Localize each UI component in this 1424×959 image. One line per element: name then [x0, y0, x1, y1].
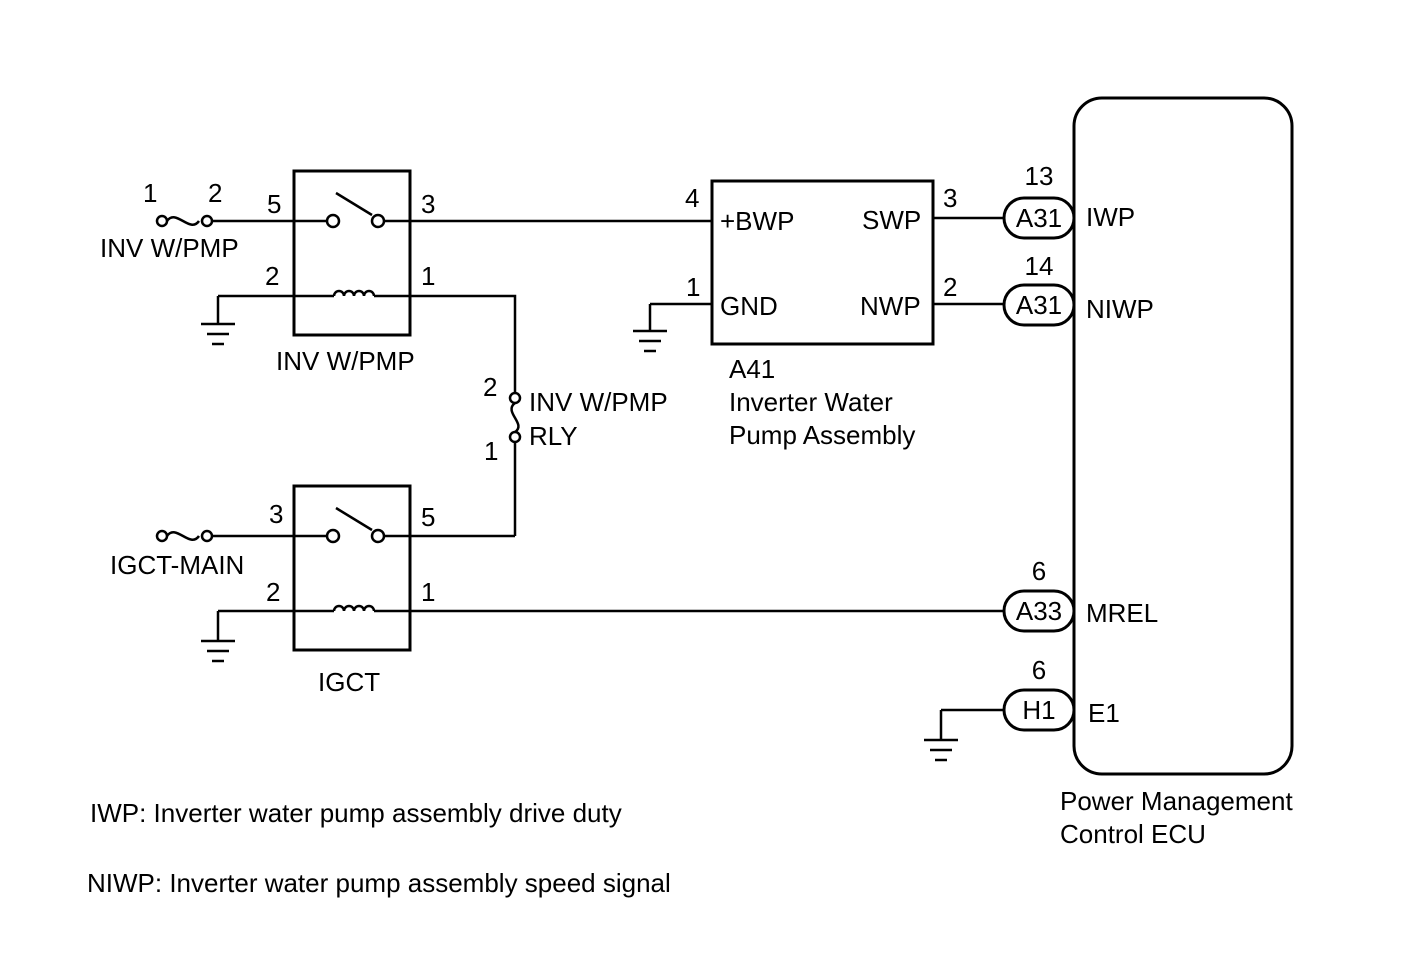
pump-assembly-body: [710, 179, 935, 346]
relay-igct-body: [292, 484, 412, 652]
connector-badge: [1002, 589, 1076, 633]
connector-badge: [1002, 283, 1076, 327]
connector-pin: 13: [1025, 161, 1054, 191]
fuse-inv-wpmp-pin-a: 1: [143, 178, 157, 208]
relay-igct-pin-3: 3: [269, 499, 283, 529]
pump-name-line2: Pump Assembly: [729, 420, 915, 450]
fuse-rly-pin-2: 2: [483, 372, 497, 402]
relay-inv-wpmp-label: INV W/PMP: [276, 346, 415, 376]
relay-igct: 3 5 2 1 IGCT: [266, 484, 515, 697]
ecu-terminal-iwp: A31 13 IWP: [1002, 161, 1135, 240]
connector-pin: 6: [1032, 655, 1046, 685]
connector-pin: 14: [1025, 251, 1054, 281]
fuse-inv-wpmp: 1 2 INV W/PMP: [100, 178, 294, 263]
ecu-body: [1072, 96, 1294, 776]
pump-pin-gnd-num: 1: [686, 272, 700, 302]
fuse-igct-main-label: IGCT-MAIN: [110, 550, 244, 580]
ecu-name-line2: Control ECU: [1060, 819, 1206, 849]
relay-igct-coil-icon: [332, 604, 376, 612]
fuse-igct-main: IGCT-MAIN: [110, 529, 294, 580]
pump-code: A41: [729, 354, 775, 384]
terminal-name: IWP: [1086, 202, 1135, 232]
ecu-name-line1: Power Management: [1060, 786, 1293, 816]
pump-pin-bwp-num: 4: [685, 183, 699, 213]
ground-icon: [201, 609, 294, 663]
pump-pin-bwp: +BWP: [720, 206, 794, 236]
ecu-terminal-e1: H1 6 E1: [1002, 655, 1120, 732]
relay-inv-wpmp-pin-1: 1: [421, 261, 435, 291]
fuse-rly-label-line1: INV W/PMP: [529, 387, 668, 417]
relay-igct-pin-2: 2: [266, 577, 280, 607]
wire-relay-feed: [410, 294, 517, 393]
connector-code: A31: [1016, 203, 1062, 233]
connector-code: A33: [1016, 596, 1062, 626]
ground-icon: [924, 708, 1004, 762]
connector-pin: 6: [1032, 556, 1046, 586]
fuse-inv-wpmp-rly: 2 1 INV W/PMP RLY: [483, 372, 668, 536]
ecu: Power Management Control ECU: [1060, 96, 1294, 849]
connector-badge: [1002, 196, 1076, 240]
connector-code: A31: [1016, 290, 1062, 320]
relay-igct-label: IGCT: [318, 667, 380, 697]
pump-pin-swp: SWP: [862, 205, 921, 235]
pump-name-line1: Inverter Water: [729, 387, 893, 417]
note-niwp: NIWP: Inverter water pump assembly speed…: [87, 868, 671, 898]
relay-inv-wpmp-body: [292, 169, 412, 337]
fuse-rly-pin-1: 1: [484, 436, 498, 466]
fuse-inv-wpmp-label: INV W/PMP: [100, 233, 239, 263]
relay-inv-wpmp-pin-5: 5: [267, 189, 281, 219]
fuse-rly-label-line2: RLY: [529, 421, 578, 451]
terminal-name: MREL: [1086, 598, 1158, 628]
relay-igct-pin-5: 5: [421, 502, 435, 532]
fuse-inv-wpmp-pin-b: 2: [208, 178, 222, 208]
relay-inv-wpmp-pin-2: 2: [265, 261, 279, 291]
terminal-name: E1: [1088, 698, 1120, 728]
ground-icon: [201, 294, 294, 346]
relay-inv-wpmp: 5 3 2 1 INV W/PMP: [265, 169, 435, 376]
ecu-terminal-niwp: A31 14 NIWP: [1002, 251, 1154, 327]
pump-pin-swp-num: 3: [943, 183, 957, 213]
note-iwp: IWP: Inverter water pump assembly drive …: [90, 798, 622, 828]
ecu-terminal-mrel: A33 6 MREL: [1002, 556, 1158, 633]
relay-inv-wpmp-coil-icon: [332, 289, 376, 297]
connector-code: H1: [1022, 695, 1055, 725]
ground-icon: [633, 302, 712, 353]
pump-pin-nwp: NWP: [860, 291, 921, 321]
pump-assembly: 4 +BWP 1 GND SWP 3 NWP 2 A41 Inverter Wa…: [685, 179, 957, 450]
relay-igct-pin-1: 1: [421, 577, 435, 607]
relay-inv-wpmp-pin-3: 3: [421, 189, 435, 219]
pump-pin-gnd: GND: [720, 291, 778, 321]
terminal-name: NIWP: [1086, 294, 1154, 324]
pump-pin-nwp-num: 2: [943, 272, 957, 302]
